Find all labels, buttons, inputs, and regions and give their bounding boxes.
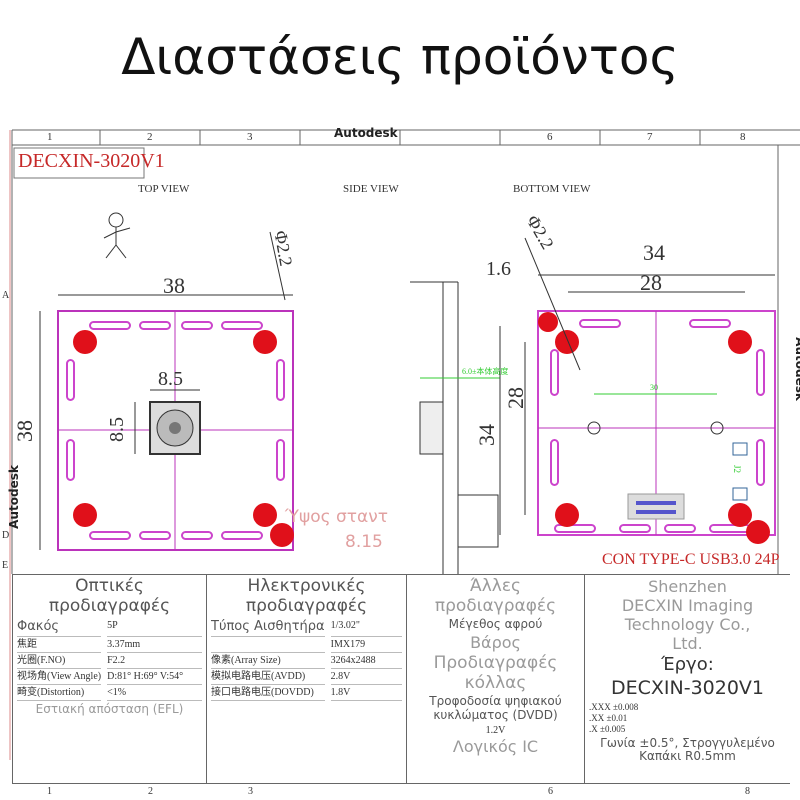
thickness-dim: 1.6 bbox=[486, 258, 511, 280]
model-box bbox=[13, 147, 145, 179]
array-size-label: 像素(Array Size) bbox=[211, 653, 325, 670]
focal-label: 焦距 bbox=[17, 637, 102, 654]
autodesk-mark-right: Autodesk bbox=[792, 337, 800, 401]
title-block: Οπτικές προδιαγραφές Φακός 5P 焦距 3.37mm … bbox=[12, 574, 790, 784]
distortion-value: <1% bbox=[107, 685, 202, 702]
optical-specs-table: Φακός 5P 焦距 3.37mm 光圈(F.NO) F2.2 视场角(Vie… bbox=[17, 618, 202, 702]
technical-drawing bbox=[9, 129, 800, 760]
lens-height-dim: 8.5 bbox=[106, 417, 128, 442]
company-line-4: Ltd. bbox=[672, 634, 703, 653]
connector-j2-label: J2 bbox=[732, 464, 743, 474]
lens-width-dim: 8.5 bbox=[158, 368, 183, 390]
hole-spacing-dim: 30 bbox=[650, 383, 658, 392]
column-dividers bbox=[99, 130, 701, 145]
sensor-model-label bbox=[211, 637, 325, 654]
bottom-col-2: 2 bbox=[148, 786, 153, 797]
aperture-value: F2.2 bbox=[107, 653, 202, 670]
optical-specs-column: Οπτικές προδιαγραφές Φακός 5P 焦距 3.37mm … bbox=[12, 575, 207, 783]
bottom-col-1: 1 bbox=[47, 786, 52, 797]
tolerance-list: .XXX ±0.008 .XX ±0.01 .X ±0.005 bbox=[589, 702, 786, 735]
optical-specs-heading: Οπτικές προδιαγραφές bbox=[48, 576, 171, 616]
efl-label: Εστιακή απόσταση (EFL) bbox=[35, 702, 184, 717]
side-view-label: SIDE VIEW bbox=[343, 183, 399, 195]
col-3: 3 bbox=[247, 131, 253, 143]
other-specs-column: Άλλες προδιαγραφές Μέγεθος αφρού Βάρος Π… bbox=[407, 575, 585, 783]
dovdd-value: 1.8V bbox=[330, 685, 402, 702]
autodesk-mark-left: Autodesk bbox=[6, 465, 21, 529]
avdd-label: 模拟电路电压(AVDD) bbox=[211, 669, 325, 686]
usb-connector bbox=[627, 493, 685, 520]
glue-specs-label: Προδιαγραφές κόλλας bbox=[433, 653, 558, 693]
autodesk-mark-top: Autodesk bbox=[334, 126, 398, 140]
foam-size-label: Μέγεθος αφρού bbox=[448, 617, 543, 632]
sensor-type-label: Τύπος Αισθητήρα bbox=[211, 618, 325, 638]
view-angle-value: D:81° H:69° V:54° bbox=[107, 669, 202, 686]
company-column: Shenzhen DECXIN Imaging Technology Co., … bbox=[585, 575, 790, 783]
inner-width-dim: 28 bbox=[640, 270, 662, 295]
mounting-pads bbox=[73, 330, 294, 547]
connector-label: CON TYPE-C USB3.0 24P bbox=[602, 551, 780, 568]
hole-leader bbox=[269, 231, 286, 301]
tolerance-xx: .XX ±0.01 bbox=[589, 712, 628, 723]
avdd-value: 2.8V bbox=[330, 669, 402, 686]
electronic-specs-column: Ηλεκτρονικές προδιαγραφές Τύπος Αισθητήρ… bbox=[207, 575, 407, 783]
row-e: E bbox=[2, 560, 9, 571]
inner-height-dim: 28 bbox=[503, 387, 528, 409]
view-angle-label: 视场角(View Angle) bbox=[17, 669, 102, 686]
top-view-board bbox=[39, 294, 294, 551]
page-title: Διαστάσεις προϊόντος bbox=[121, 28, 679, 86]
bottom-view-label: BOTTOM VIEW bbox=[513, 183, 591, 195]
tolerance-xxx: .XXX ±0.008 bbox=[589, 701, 639, 712]
sensor-model: IMX179 bbox=[330, 637, 402, 654]
outer-height-dim: 34 bbox=[474, 424, 499, 446]
side-view bbox=[410, 281, 499, 574]
col-8: 8 bbox=[740, 131, 746, 143]
sensor-size: 1/3.02" bbox=[330, 618, 402, 638]
ic-label: Λογικός IC bbox=[452, 736, 539, 756]
array-size-value: 3264x2488 bbox=[330, 653, 402, 670]
stick-figure-icon bbox=[103, 212, 131, 259]
company-line-2: DECXIN Imaging bbox=[621, 596, 754, 615]
model-label: DECXIN-3020V1 bbox=[18, 150, 165, 172]
drawing-area: DECXIN-3020V1 Autodesk Autodesk Autodesk… bbox=[2, 126, 800, 760]
company-line-1: Shenzhen bbox=[648, 577, 727, 596]
top-width-dim: 38 bbox=[163, 273, 185, 298]
row-a: A bbox=[2, 290, 10, 301]
distortion-label: 畸变(Distortion) bbox=[17, 685, 102, 702]
aperture-label: 光圈(F.NO) bbox=[17, 653, 102, 670]
project-name: DECXIN-3020V1 bbox=[610, 676, 765, 699]
company-line-3: Technology Co., bbox=[624, 615, 751, 634]
electronic-specs-table: Τύπος Αισθητήρα 1/3.02" IMX179 像素(Array … bbox=[211, 618, 402, 702]
weight-label: Βάρος bbox=[470, 632, 521, 652]
stand-height-value: 8.15 bbox=[345, 532, 383, 552]
dvdd-value: 1.2V bbox=[485, 724, 506, 736]
col-2: 2 bbox=[147, 131, 153, 143]
dovdd-label: 接口电路电压(DOVDD) bbox=[211, 685, 325, 702]
electronic-specs-heading: Ηλεκτρονικές προδιαγραφές bbox=[245, 576, 368, 616]
col-1: 1 bbox=[47, 131, 53, 143]
outer-width-dim: 34 bbox=[643, 240, 665, 265]
col-7: 7 bbox=[647, 131, 653, 143]
stand-height-label: Ύψος σταντ bbox=[285, 507, 388, 527]
bottom-col-8: 8 bbox=[745, 786, 750, 797]
top-view-label: TOP VIEW bbox=[138, 183, 190, 195]
lens-label: Φακός bbox=[17, 618, 102, 638]
tolerance-note: Γωνία ±0.5°, Στρογγυλεμένο Καπάκι R0.5mm bbox=[600, 735, 775, 764]
bottom-view-board bbox=[499, 237, 776, 544]
company-name: Shenzhen DECXIN Imaging Technology Co., … bbox=[589, 577, 786, 653]
tolerance-x: .X ±0.005 bbox=[589, 723, 626, 734]
bottom-col-3: 3 bbox=[248, 786, 253, 797]
bottom-mounting-pads bbox=[538, 312, 770, 544]
project-label: Έργο: bbox=[661, 654, 714, 675]
height-note: 6.0±本体高度 bbox=[462, 367, 509, 376]
focal-value: 3.37mm bbox=[107, 637, 202, 654]
bottom-col-6: 6 bbox=[548, 786, 553, 797]
dvdd-label: Τροφοδοσία ψηφιακού κυκλώματος (DVDD) bbox=[429, 694, 562, 723]
other-specs-heading: Άλλες προδιαγραφές bbox=[434, 576, 557, 616]
top-height-dim: 38 bbox=[12, 420, 37, 442]
col-6: 6 bbox=[547, 131, 553, 143]
row-d: D bbox=[2, 530, 10, 541]
lens-value: 5P bbox=[107, 618, 202, 638]
